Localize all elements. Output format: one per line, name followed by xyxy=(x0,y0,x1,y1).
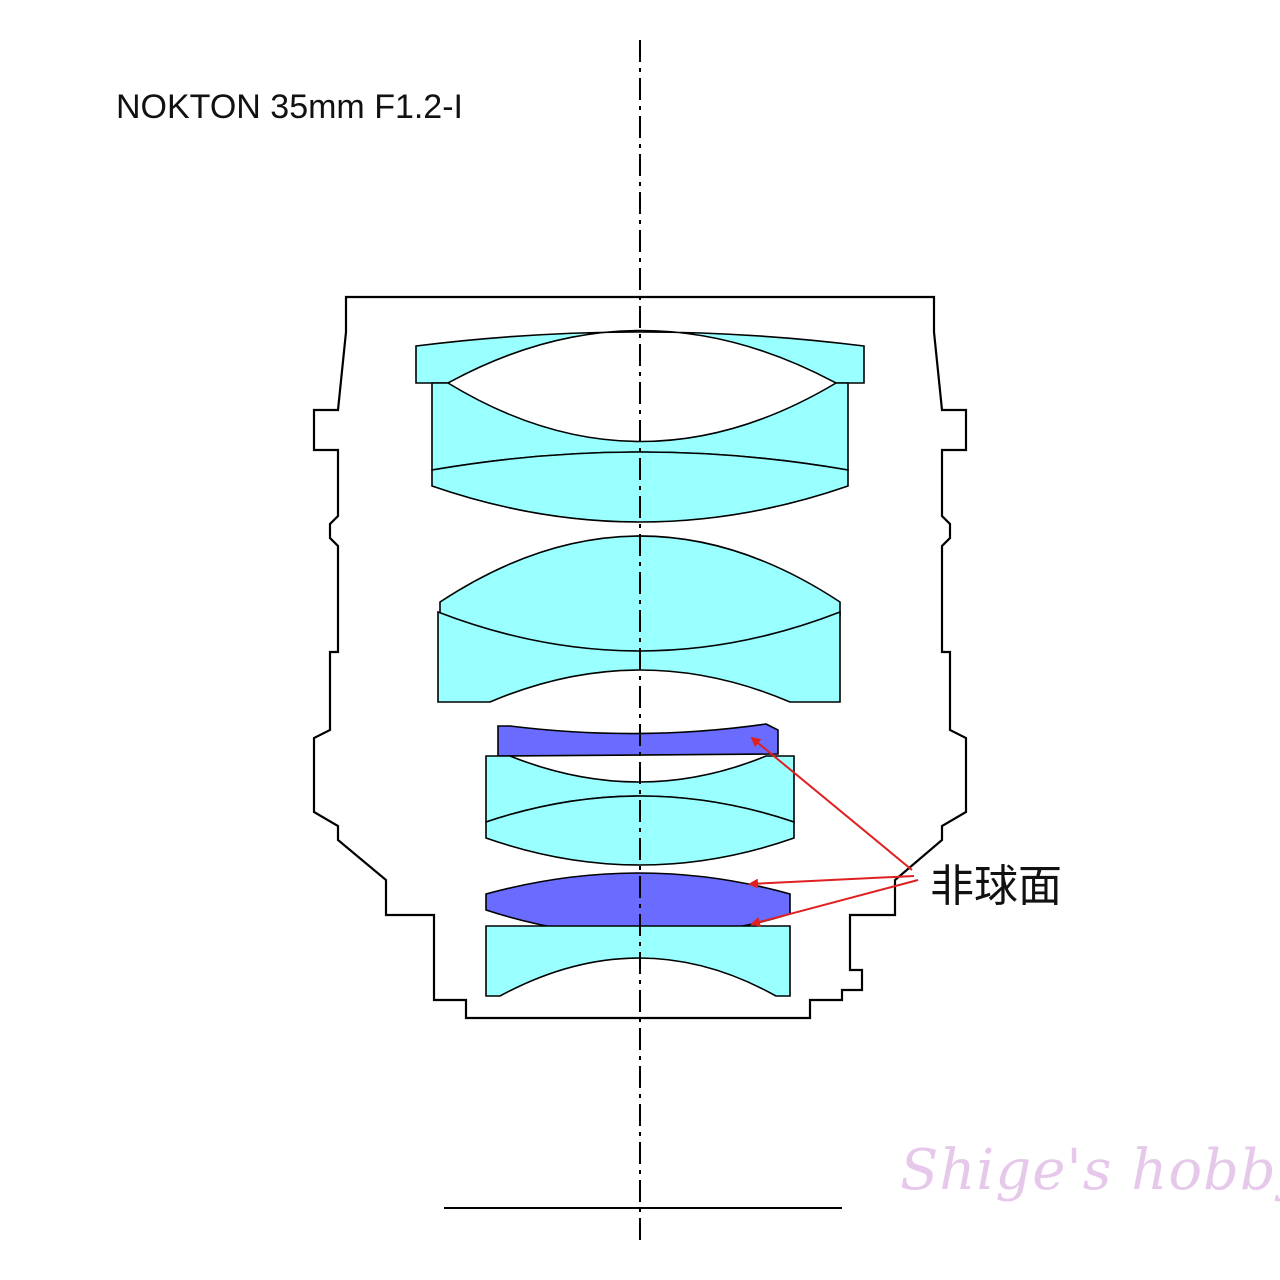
lens-element-1 xyxy=(415,329,865,384)
pointer-arrow-3 xyxy=(750,879,919,927)
aspheric-element-1 xyxy=(497,723,779,757)
lens-barrel-outline xyxy=(312,295,968,1020)
pointer-arrow-1 xyxy=(750,736,913,871)
pointer-arrow-2 xyxy=(748,875,915,889)
aspheric-label: 非球面 xyxy=(930,861,1062,912)
diagram-title: NOKTON 35mm F1.2-I xyxy=(116,88,463,126)
lens-element-10 xyxy=(485,925,791,997)
watermark: Shige's hobby xyxy=(900,1138,1280,1203)
